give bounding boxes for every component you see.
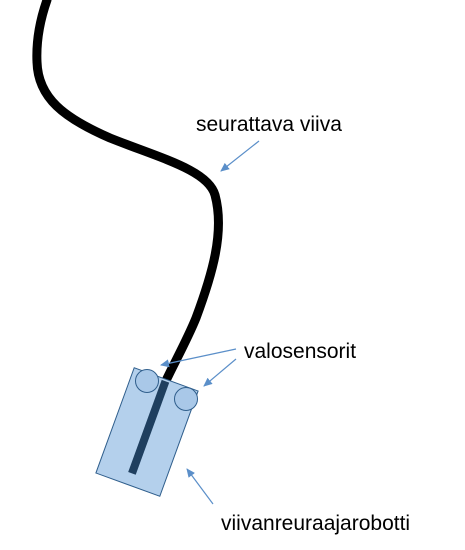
arrow-to-right-sensor <box>203 358 237 387</box>
arrow-to-robot <box>186 468 214 505</box>
arrow-to-left-sensor <box>160 348 237 368</box>
light-sensor-left <box>135 369 159 393</box>
robot-center-bar <box>128 379 170 475</box>
followed-line <box>32 0 223 403</box>
label-robot: viivanreuraajarobotti <box>221 512 410 535</box>
light-sensor-right <box>174 387 198 411</box>
label-followed-line: seurattava viiva <box>196 113 342 136</box>
arrow-to-line <box>220 140 260 172</box>
label-light-sensors: valosensorit <box>244 340 356 363</box>
robot <box>95 367 199 497</box>
